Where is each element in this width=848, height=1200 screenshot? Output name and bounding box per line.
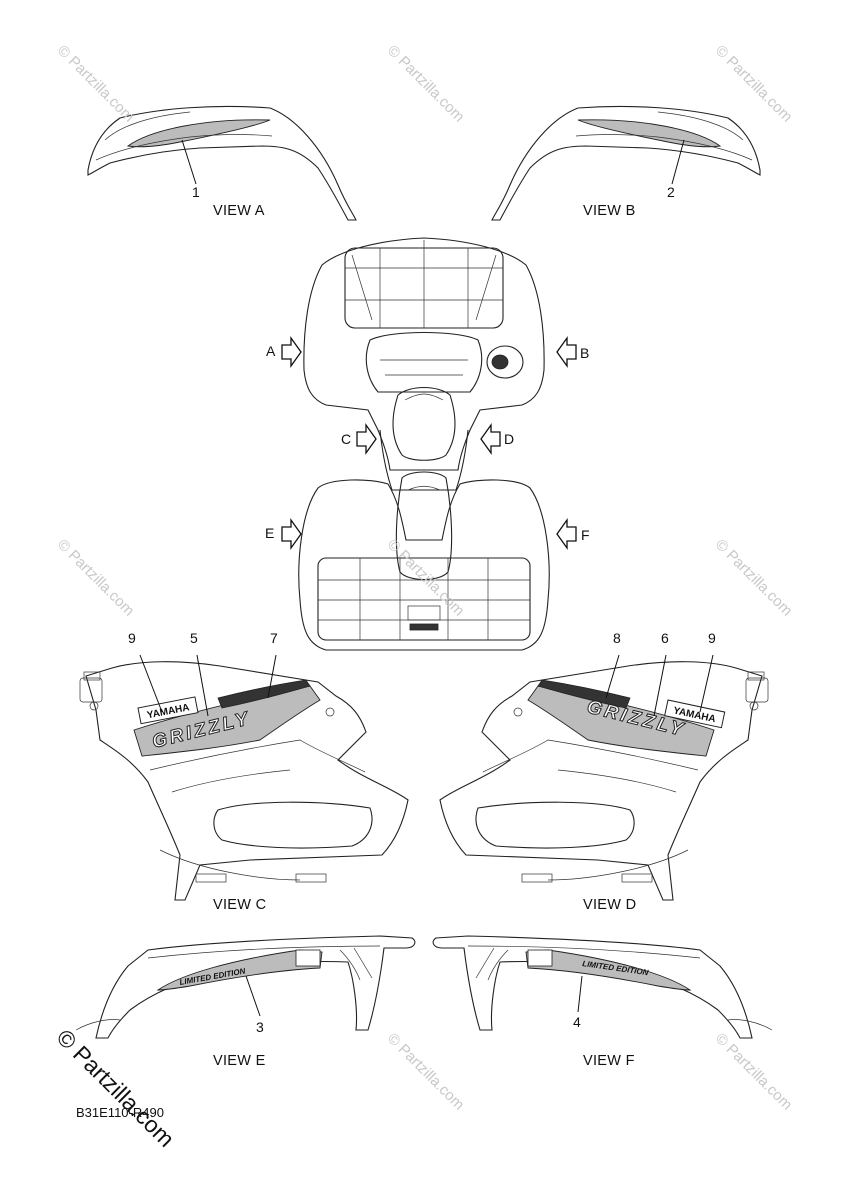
leader-1 — [181, 139, 197, 185]
atv-top-view — [298, 237, 550, 651]
callout-1: 1 — [192, 184, 200, 200]
leader-6 — [653, 654, 667, 717]
direction-e: E — [265, 525, 275, 541]
callout-2: 2 — [667, 184, 675, 200]
direction-b: B — [580, 345, 590, 361]
view-c-label: VIEW C — [213, 897, 267, 913]
arrow-c — [356, 422, 377, 456]
direction-f: F — [581, 527, 590, 543]
leader-9-left — [139, 654, 163, 713]
arrow-b — [556, 335, 577, 369]
view-e-rear-fender — [75, 935, 416, 1039]
leader-8 — [605, 654, 620, 699]
callout-6: 6 — [661, 630, 669, 646]
callout-8: 8 — [613, 630, 621, 646]
arrow-a — [281, 335, 302, 369]
direction-a: A — [266, 343, 276, 359]
view-f-label: VIEW F — [583, 1053, 635, 1069]
view-e-label: VIEW E — [213, 1053, 266, 1069]
callout-5: 5 — [190, 630, 198, 646]
direction-d: D — [504, 431, 515, 447]
view-a-fender — [87, 105, 357, 221]
callout-9-left: 9 — [128, 630, 136, 646]
direction-c: C — [341, 431, 352, 447]
arrow-d — [480, 422, 501, 456]
leader-9-right — [699, 654, 714, 713]
view-f-rear-fender — [432, 935, 773, 1039]
callout-4: 4 — [573, 1014, 581, 1030]
callout-7: 7 — [270, 630, 278, 646]
leader-3 — [245, 975, 261, 1017]
view-b-label: VIEW B — [583, 203, 636, 219]
diagram-code: B31E110-R490 — [76, 1105, 164, 1120]
view-b-fender — [491, 105, 761, 221]
leader-5 — [196, 654, 209, 717]
view-c-side-panel — [79, 661, 409, 901]
leader-7 — [267, 654, 277, 699]
arrow-f — [556, 517, 577, 551]
view-d-label: VIEW D — [583, 897, 637, 913]
view-a-label: VIEW A — [213, 203, 265, 219]
callout-3: 3 — [256, 1019, 264, 1035]
leader-2 — [671, 139, 685, 185]
callout-9-right: 9 — [708, 630, 716, 646]
arrow-e — [281, 517, 302, 551]
decal-yamaha-left: YAMAHA — [137, 696, 199, 725]
leader-4 — [577, 975, 583, 1013]
view-d-side-panel — [439, 661, 769, 901]
